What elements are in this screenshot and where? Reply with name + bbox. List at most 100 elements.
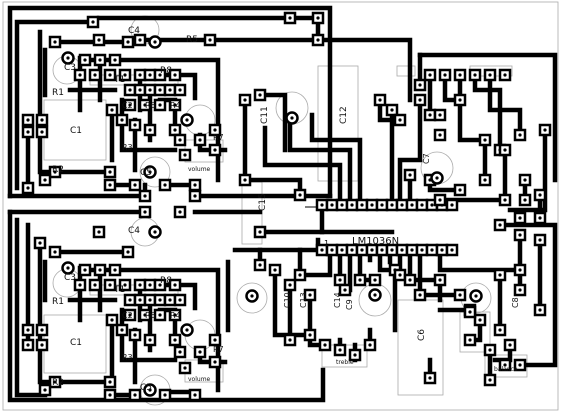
pad-drill-hole xyxy=(243,178,247,182)
pad-drill-hole xyxy=(316,16,320,20)
pad-drill-hole xyxy=(178,138,182,142)
pad-drill-hole xyxy=(350,248,354,252)
pad-drill-hole xyxy=(290,116,294,120)
c3-label-upper: C3 xyxy=(64,63,76,73)
pad-drill-hole xyxy=(358,278,362,282)
pad-drill-hole xyxy=(488,348,492,352)
pad-drill-hole xyxy=(338,278,342,282)
pad-drill-hole xyxy=(26,343,30,347)
pad-drill-hole xyxy=(148,298,152,302)
r8-label-lower: R8 xyxy=(160,276,172,286)
r6-label-lower: R6 xyxy=(145,311,156,320)
pad-drill-hole xyxy=(298,193,302,197)
pad-drill-hole xyxy=(330,248,334,252)
pad-drill-hole xyxy=(343,288,347,292)
solder-pads xyxy=(21,11,552,402)
r4-label-upper: R4 xyxy=(170,101,181,110)
pad-drill-hole xyxy=(428,376,432,380)
pad-drill-hole xyxy=(126,250,130,254)
pad-drill-hole xyxy=(193,183,197,187)
r6-label-upper: R6 xyxy=(145,101,156,110)
pad-drill-hole xyxy=(440,248,444,252)
pad-drill-hole xyxy=(428,73,432,77)
pad-drill-hole xyxy=(163,183,167,187)
pad-drill-hole xyxy=(370,248,374,252)
pad-drill-hole xyxy=(450,203,454,207)
pad-drill-hole xyxy=(173,313,177,317)
pad-drill-hole xyxy=(258,263,262,267)
pad-drill-hole xyxy=(110,108,114,112)
pad-drill-hole xyxy=(133,333,137,337)
pad-drill-hole xyxy=(128,313,132,317)
pad-drill-hole xyxy=(373,278,377,282)
pad-drill-hole xyxy=(408,173,412,177)
pad-drill-hole xyxy=(158,88,162,92)
pad-drill-hole xyxy=(435,176,439,180)
pad-drill-hole xyxy=(83,268,87,272)
c2-label-upper: C2 xyxy=(122,101,133,110)
t1-label-lower: T1 xyxy=(113,285,125,295)
pad-drill-hole xyxy=(428,113,432,117)
pad-drill-hole xyxy=(66,266,70,270)
pad-drill-hole xyxy=(320,203,324,207)
pad-drill-hole xyxy=(538,216,542,220)
r3-label-lower: R3 xyxy=(122,353,133,362)
pad-drill-hole xyxy=(398,118,402,122)
pad-drill-hole xyxy=(43,178,47,182)
pad-drill-hole xyxy=(458,188,462,192)
pad-drill-hole xyxy=(298,273,302,277)
pad-drill-hole xyxy=(538,193,542,197)
r2-label-upper: R2 xyxy=(52,165,64,175)
pad-drill-hole xyxy=(438,278,442,282)
pad-drill-hole xyxy=(183,366,187,370)
pad-drill-hole xyxy=(503,73,507,77)
c4-label-lower: C4 xyxy=(128,226,140,236)
pad-drill-hole xyxy=(153,230,157,234)
pad-drill-hole xyxy=(330,203,334,207)
pad-drill-hole xyxy=(410,203,414,207)
pad-drill-hole xyxy=(353,353,357,357)
pad-drill-hole xyxy=(93,283,97,287)
pad-drill-hole xyxy=(138,298,142,302)
pad-drill-hole xyxy=(178,88,182,92)
pad-drill-hole xyxy=(420,248,424,252)
c6-label-center: C6 xyxy=(417,329,427,341)
pad-drill-hole xyxy=(258,93,262,97)
pad-drill-hole xyxy=(108,183,112,187)
pad-drill-hole xyxy=(98,58,102,62)
c14-label: C14 xyxy=(333,292,342,308)
pad-drill-hole xyxy=(390,203,394,207)
pad-drill-hole xyxy=(138,38,142,42)
pad-drill-hole xyxy=(148,388,152,392)
pad-drill-hole xyxy=(178,350,182,354)
pad-drill-hole xyxy=(143,194,147,198)
pad-drill-hole xyxy=(508,343,512,347)
c13-label: C13 xyxy=(299,292,308,308)
ic-pin1-label: 1 xyxy=(324,239,329,248)
pad-drill-hole xyxy=(420,203,424,207)
pad-drill-hole xyxy=(380,203,384,207)
pad-drill-hole xyxy=(128,103,132,107)
pad-drill-hole xyxy=(408,278,412,282)
pad-drill-hole xyxy=(213,128,217,132)
c5-label-lower: C5 xyxy=(140,383,152,393)
t1-label-upper: T1 xyxy=(113,75,125,85)
volume-label-lower: volume xyxy=(188,376,211,383)
pad-drill-hole xyxy=(148,170,152,174)
c12-label: C12 xyxy=(339,106,349,124)
pad-drill-hole xyxy=(83,58,87,62)
r4-label-lower: R4 xyxy=(170,311,181,320)
pad-drill-hole xyxy=(518,363,522,367)
pad-drill-hole xyxy=(418,98,422,102)
pad-drill-hole xyxy=(430,248,434,252)
pad-drill-hole xyxy=(340,203,344,207)
pad-drill-hole xyxy=(468,338,472,342)
pad-drill-hole xyxy=(400,203,404,207)
pad-drill-hole xyxy=(390,108,394,112)
pad-drill-hole xyxy=(543,128,547,132)
r1-label-upper: R1 xyxy=(52,88,64,98)
pad-drill-hole xyxy=(288,338,292,342)
pad-drill-hole xyxy=(178,210,182,214)
